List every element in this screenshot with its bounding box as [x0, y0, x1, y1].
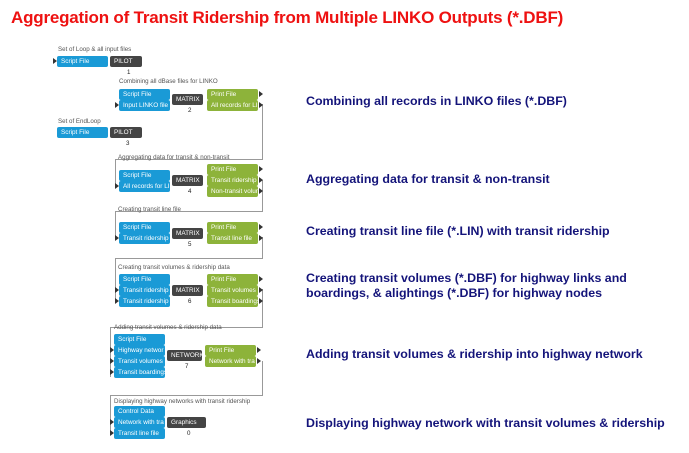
connector-line	[115, 258, 263, 259]
input-arrow-icon	[110, 347, 114, 353]
output-box[interactable]: Print File	[205, 345, 256, 356]
input-arrow-icon	[110, 430, 114, 436]
output-box[interactable]: Non-transit volun	[207, 186, 258, 197]
output-arrow-icon	[259, 224, 263, 230]
connector-line	[262, 104, 263, 160]
output-arrow-icon	[259, 188, 263, 194]
input-arrow-icon	[53, 58, 57, 64]
input-box[interactable]: Input LINKO file	[119, 100, 170, 111]
input-arrow-icon	[115, 287, 119, 293]
output-box[interactable]: Transit volumes	[207, 285, 258, 296]
program-box[interactable]: Graphics	[167, 417, 206, 428]
output-arrow-icon	[259, 235, 263, 241]
input-box[interactable]: Network with tra	[114, 417, 165, 428]
input-box[interactable]: Transit line file	[114, 428, 165, 439]
page-title: Aggregation of Transit Ridership from Mu…	[11, 8, 564, 27]
input-box[interactable]: Highway networ	[114, 345, 165, 356]
group-label: Creating transit line file	[118, 206, 181, 213]
output-box[interactable]: All records for LI	[207, 100, 258, 111]
program-box[interactable]: MATRIX	[172, 285, 203, 296]
input-arrow-icon	[115, 183, 119, 189]
connector-line	[110, 395, 263, 396]
program-box[interactable]: MATRIX	[172, 94, 203, 105]
input-box[interactable]: Script File	[114, 334, 165, 345]
step-number: 2	[188, 107, 192, 114]
input-arrow-icon	[110, 419, 114, 425]
input-box[interactable]: All records for LI	[119, 181, 170, 192]
output-arrow-icon	[259, 287, 263, 293]
connector-line	[110, 327, 263, 328]
input-box[interactable]: Script File	[57, 127, 108, 138]
input-box[interactable]: Transit boardings	[114, 367, 165, 378]
description-text: Creating transit line file (*.LIN) with …	[306, 224, 610, 238]
input-box[interactable]: Transit volumes	[114, 356, 165, 367]
input-arrow-icon	[115, 298, 119, 304]
input-box[interactable]: Transit ridership	[119, 285, 170, 296]
program-box[interactable]: MATRIX	[172, 228, 203, 239]
output-arrow-icon	[259, 177, 263, 183]
step-number: 6	[188, 298, 192, 305]
step-number: 3	[126, 140, 130, 147]
input-arrow-icon	[110, 369, 114, 375]
description-text: Combining all records in LINKO files (*.…	[306, 94, 567, 108]
group-label: Displaying highway networks with transit…	[114, 398, 251, 405]
step-number: 0	[187, 430, 191, 437]
output-arrow-icon	[259, 102, 263, 108]
output-arrow-icon	[259, 166, 263, 172]
input-box[interactable]: Script File	[119, 274, 170, 285]
group-label: Set of Loop & all input files	[58, 46, 132, 53]
connector-line	[262, 237, 263, 259]
input-arrow-icon	[115, 235, 119, 241]
input-box[interactable]: Control Data	[114, 406, 165, 417]
output-arrow-icon	[257, 358, 261, 364]
input-box[interactable]: Script File	[119, 170, 170, 181]
description-text: boardings, & alightings (*.DBF) for high…	[306, 286, 603, 300]
connector-line	[115, 211, 116, 238]
input-box[interactable]: Transit ridership	[119, 233, 170, 244]
connector-line	[262, 361, 263, 396]
output-box[interactable]: Print File	[207, 222, 258, 233]
step-number: 4	[188, 188, 192, 195]
output-box[interactable]: Print File	[207, 89, 258, 100]
program-box[interactable]: PILOT	[110, 127, 142, 138]
input-box[interactable]: Script File	[119, 222, 170, 233]
output-box[interactable]: Transit ridership	[207, 175, 258, 186]
output-box[interactable]: Transit boardings	[207, 296, 258, 307]
input-box[interactable]: Transit ridership	[119, 296, 170, 307]
group-label: Adding transit volumes & ridership data	[114, 324, 222, 331]
group-label: Aggregating data for transit & non-trans…	[118, 154, 230, 161]
output-arrow-icon	[259, 298, 263, 304]
output-box[interactable]: Transit line file	[207, 233, 258, 244]
connector-line	[262, 289, 263, 328]
input-box[interactable]: Script File	[57, 56, 108, 67]
connector-line	[115, 258, 116, 301]
connector-line	[262, 180, 263, 212]
group-label: Combining all dBase files for LINKO	[119, 78, 218, 85]
connector-line	[115, 159, 116, 186]
output-box[interactable]: Network with tra	[205, 356, 256, 367]
step-number: 5	[188, 241, 192, 248]
input-arrow-icon	[115, 102, 119, 108]
output-arrow-icon	[259, 91, 263, 97]
description-text: Adding transit volumes & ridership into …	[306, 347, 643, 361]
description-text: Creating transit volumes (*.DBF) for hig…	[306, 271, 627, 285]
input-arrow-icon	[110, 358, 114, 364]
program-box[interactable]: PILOT	[110, 56, 142, 67]
connector-line	[115, 211, 263, 212]
connector-line	[115, 159, 263, 160]
step-number: 7	[185, 363, 189, 370]
group-label: Set of EndLoop	[58, 118, 101, 125]
step-number: 1	[127, 69, 131, 76]
description-text: Aggregating data for transit & non-trans…	[306, 172, 550, 186]
group-label: Creating transit volumes & ridership dat…	[118, 264, 230, 271]
output-arrow-icon	[259, 276, 263, 282]
description-text: Displaying highway network with transit …	[306, 416, 665, 430]
output-box[interactable]: Print File	[207, 164, 258, 175]
input-box[interactable]: Script File	[119, 89, 170, 100]
output-box[interactable]: Print File	[207, 274, 258, 285]
output-arrow-icon	[257, 347, 261, 353]
program-box[interactable]: MATRIX	[172, 175, 203, 186]
connector-line	[110, 395, 111, 435]
program-box[interactable]: NETWORK	[167, 350, 202, 361]
